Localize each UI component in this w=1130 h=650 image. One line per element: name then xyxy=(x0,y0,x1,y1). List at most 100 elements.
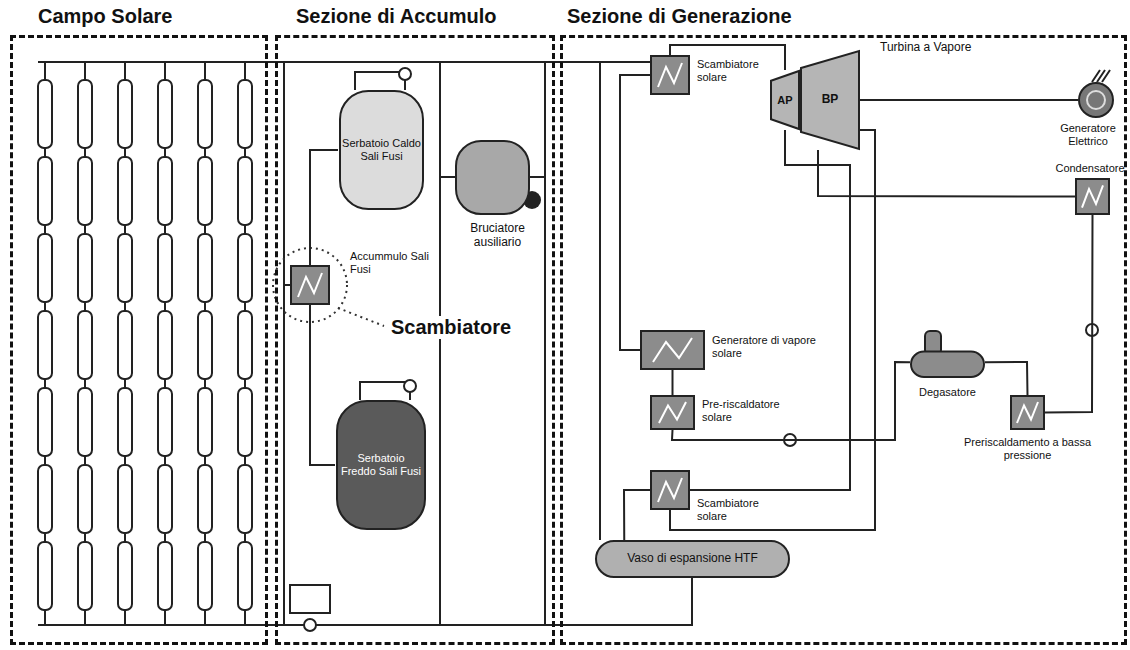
turbine-lp: BP xyxy=(800,50,860,150)
outline-part xyxy=(911,352,984,377)
label-holder: Accummulo Sali Fusi xyxy=(350,250,430,277)
solar-field-section: Campo Solare xyxy=(10,35,268,645)
label-holder: Vaso di espansione HTF xyxy=(595,540,790,578)
deaerator: Degasatore xyxy=(910,330,985,378)
heat-exchanger-outline xyxy=(290,265,330,305)
exchanger-coil xyxy=(298,273,322,297)
node-label: Vaso di espansione HTF xyxy=(627,552,758,566)
auxiliary-burner: Bruciatore ausiliario xyxy=(455,140,530,215)
label-holder: Serbatoio Caldo Sali Fusi xyxy=(338,90,425,210)
steam-generator: Generatore di vapore solare xyxy=(640,330,705,370)
rotor-mark xyxy=(1087,91,1105,109)
callout-label: Scambiatore xyxy=(388,316,514,339)
turbine-hp: AP xyxy=(770,70,800,130)
storage-section: Sezione di AccumuloSerbatoio Caldo Sali … xyxy=(275,35,555,645)
label-holder: Sezione di Generazione xyxy=(567,5,857,28)
label-holder: Generatore di vapore solare xyxy=(712,334,827,361)
condenser: Condensatore xyxy=(1075,178,1110,215)
outline-part xyxy=(651,471,689,509)
node-label: Sezione di Accumulo xyxy=(296,5,496,28)
label-holder: Generatore Elettrico xyxy=(1055,122,1121,149)
generation-section: Sezione di GenerazioneScambiatore solare… xyxy=(560,35,1127,645)
label-holder: Sezione di Accumulo xyxy=(296,5,546,28)
auxiliary-burner-outline xyxy=(455,140,530,215)
node-label: Accummulo Sali Fusi xyxy=(350,250,430,275)
node-label: AP xyxy=(777,94,792,107)
exchanger-coil xyxy=(653,338,692,362)
label-holder: Degasatore xyxy=(905,382,990,400)
outline-part xyxy=(456,141,529,214)
label-holder: Preriscaldamento a bassa pressione xyxy=(960,436,1095,463)
node-label: Campo Solare xyxy=(38,5,172,28)
outline-part xyxy=(1079,83,1113,117)
hot-tank: Serbatoio Caldo Sali Fusi xyxy=(338,90,425,210)
label-holder: Condensatore xyxy=(1055,158,1125,176)
node-label: Generatore di vapore solare xyxy=(712,334,827,359)
node-label: BP xyxy=(822,93,839,107)
node-label: Condensatore xyxy=(1055,162,1124,175)
node-label: Bruciatore ausiliario xyxy=(450,222,545,250)
pipe-connector xyxy=(672,370,674,395)
node-label: Serbatoio Caldo Sali Fusi xyxy=(342,137,421,162)
pipe-connector xyxy=(310,305,335,465)
heat-exchanger: Scambiatore solare xyxy=(650,55,690,95)
node-label: Serbatoio Freddo Sali Fusi xyxy=(339,452,423,477)
pipe-connector xyxy=(624,490,650,540)
node-label: Degasatore xyxy=(919,386,976,399)
heat-exchanger-outline xyxy=(650,470,690,510)
preheater: Pre-riscaldatore solare xyxy=(650,395,695,430)
turbine-label: Turbina a Vapore xyxy=(880,40,971,54)
deaerator-outline xyxy=(910,330,985,378)
node-label: Scambiatore solare xyxy=(697,497,772,522)
outline-part xyxy=(771,71,799,129)
heat-exchanger: Accummulo Sali Fusi xyxy=(290,265,330,305)
label-holder: Campo Solare xyxy=(38,5,258,28)
outline-part xyxy=(651,56,689,94)
node-label: Sezione di Generazione xyxy=(567,5,792,28)
exchanger-coil xyxy=(659,402,686,423)
condenser-outline xyxy=(1075,178,1110,215)
outline-part xyxy=(291,266,329,304)
exchanger-coil xyxy=(658,478,682,502)
pipe-connector xyxy=(620,75,650,350)
pipe-connector xyxy=(860,99,1078,101)
node-label: Preriscaldamento a bassa pressione xyxy=(960,436,1095,461)
cold-tank: Serbatoio Freddo Sali Fusi xyxy=(335,400,427,530)
solar-collectors xyxy=(38,62,252,625)
label-holder: Scambiatore solare xyxy=(697,58,767,85)
expansion-vessel: Vaso di espansione HTF xyxy=(595,540,790,578)
heat-exchanger: Scambiatore solare xyxy=(650,470,690,510)
label-holder: BP xyxy=(800,50,860,150)
outline-part xyxy=(340,91,423,209)
preheater-outline xyxy=(650,395,695,430)
label-holder: AP xyxy=(770,70,800,130)
outline-part xyxy=(801,51,859,149)
outline-part xyxy=(1076,179,1109,214)
lp-preheater-outline xyxy=(1010,395,1045,430)
electric-generator: Generatore Elettrico xyxy=(1078,82,1114,118)
pump-symbols xyxy=(290,68,1098,631)
outline-part xyxy=(596,541,789,577)
outline-part xyxy=(337,401,425,529)
leader-line xyxy=(338,308,384,326)
label-holder: Bruciatore ausiliario xyxy=(450,222,545,250)
pipe-connector xyxy=(310,150,338,265)
pipe-connector xyxy=(985,362,1028,395)
node-label: Pre-riscaldatore solare xyxy=(702,398,802,423)
htf-pipes xyxy=(38,62,1110,625)
label-holder: Scambiatore solare xyxy=(697,497,772,524)
steam-generator-outline xyxy=(640,330,705,370)
exchanger-coil xyxy=(1082,185,1103,207)
label-holder: Pre-riscaldatore solare xyxy=(702,398,802,425)
heat-exchanger-outline xyxy=(650,55,690,95)
exchanger-coil xyxy=(1017,402,1038,423)
node-label: Scambiatore solare xyxy=(697,58,767,83)
pipe-connector xyxy=(690,130,850,490)
node-label: Generatore Elettrico xyxy=(1055,122,1121,147)
electric-generator-outline xyxy=(1078,82,1114,118)
outline-part xyxy=(1011,396,1044,429)
lp-preheater: Preriscaldamento a bassa pressione xyxy=(1010,395,1045,430)
outline-part xyxy=(651,396,694,429)
